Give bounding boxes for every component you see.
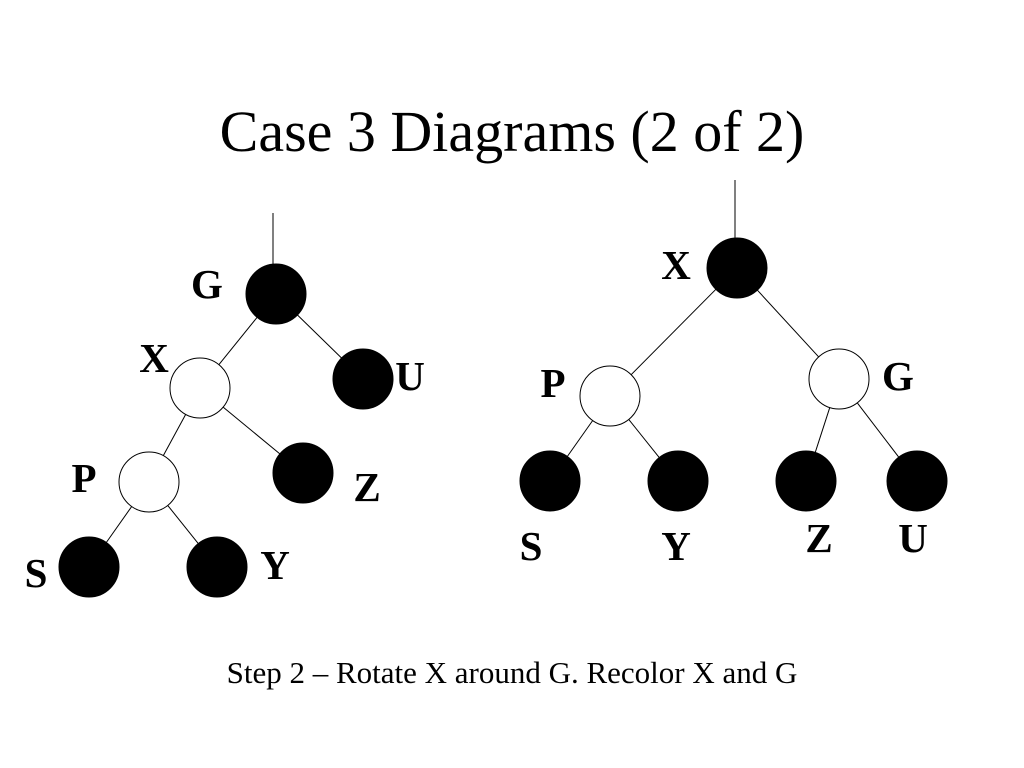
before-node-p	[118, 451, 180, 513]
before-node-x	[169, 357, 231, 419]
before-node-u	[332, 348, 394, 410]
before-edge-g-x	[218, 317, 258, 365]
after-node-label-s: S	[520, 523, 543, 569]
after-node-s	[519, 450, 581, 512]
before-edge-p-s	[105, 506, 133, 543]
after-node-z	[775, 450, 837, 512]
before-edge-p-y	[167, 505, 199, 544]
after-edge-g-u	[856, 402, 900, 458]
after-node-x	[706, 237, 768, 299]
after-edge-p-y	[628, 419, 660, 458]
before-node-label-p: P	[71, 455, 96, 501]
slide-title: Case 3 Diagrams (2 of 2)	[219, 99, 805, 164]
before-node-z	[272, 442, 334, 504]
before-node-g	[245, 263, 307, 325]
before-edge-x-z	[222, 406, 281, 455]
before-edge-g-u	[297, 314, 342, 359]
after-node-label-z: Z	[805, 515, 832, 561]
after-edge-p-s	[566, 420, 594, 457]
after-node-label-u: U	[898, 515, 928, 561]
before-node-label-g: G	[191, 261, 223, 307]
before-node-y	[186, 536, 248, 598]
before-node-s	[58, 536, 120, 598]
after-edge-x-p	[630, 288, 717, 376]
before-tree: GX U P Z S Y	[25, 213, 425, 598]
after-node-label-x: X	[661, 242, 691, 288]
after-node-label-g: G	[882, 353, 914, 399]
before-node-label-y: Y	[260, 542, 290, 588]
slide-caption: Step 2 – Rotate X around G. Recolor X an…	[226, 655, 798, 690]
after-node-label-p: P	[540, 360, 565, 406]
before-node-label-s: S	[25, 550, 48, 596]
after-tree: X P G S Y Z U	[519, 180, 948, 569]
before-node-label-u: U	[395, 353, 425, 399]
after-edge-x-g	[756, 289, 820, 358]
before-edge-x-p	[162, 414, 187, 456]
after-node-p	[579, 365, 641, 427]
after-edge-g-z	[814, 407, 831, 453]
after-node-u	[886, 450, 948, 512]
after-node-y	[647, 450, 709, 512]
before-node-label-x: X	[139, 335, 169, 381]
after-node-g	[808, 348, 870, 410]
before-node-label-z: Z	[353, 464, 380, 510]
after-node-label-y: Y	[661, 523, 691, 569]
